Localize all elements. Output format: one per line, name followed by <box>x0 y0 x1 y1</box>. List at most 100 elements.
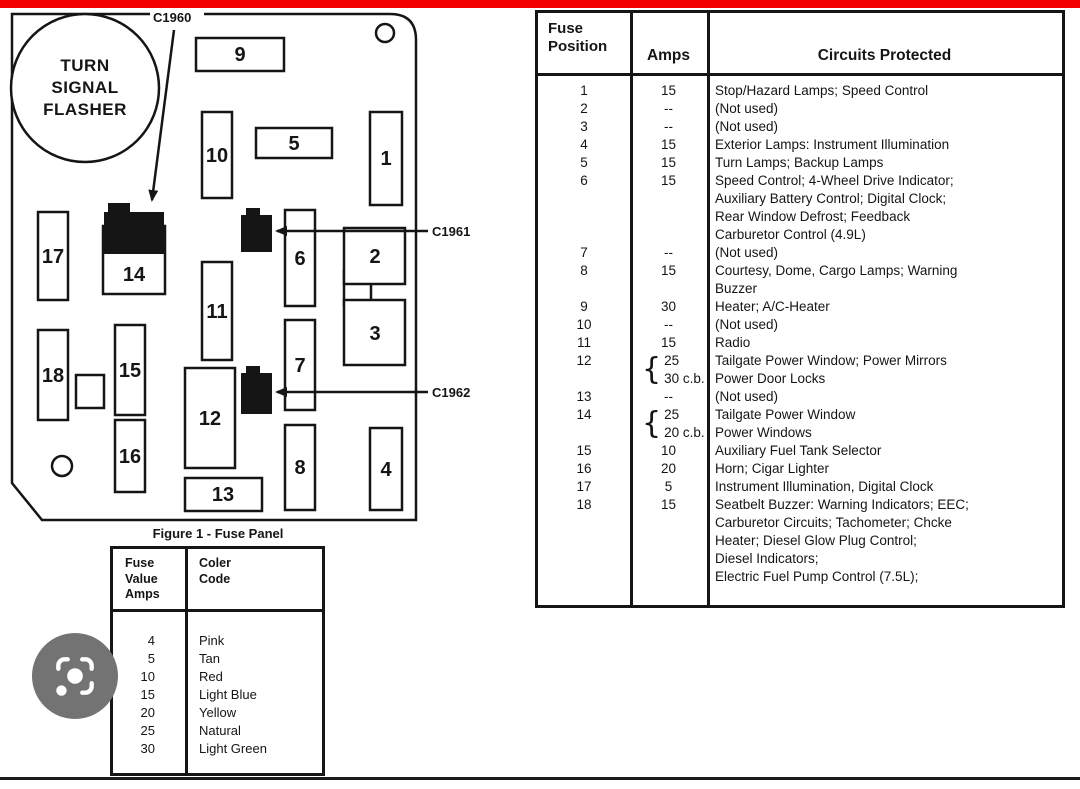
fuse-box-13-label: 13 <box>212 484 234 506</box>
fuse-table-row: 13--(Not used) <box>538 388 1062 406</box>
fuse-box-2 <box>342 226 407 286</box>
c1960-arrow <box>148 29 176 202</box>
color-code-header-amps: Fuse Value Amps <box>125 556 160 601</box>
color-code-amps-cell: 10 <box>140 669 155 684</box>
color-code-amps-cell: 25 <box>140 723 155 738</box>
fuse-circuits-cell: (Not used) <box>715 245 779 260</box>
fuse-box-12 <box>183 366 237 470</box>
fuse-amps-cell: -- <box>664 317 673 332</box>
fuse-circuits-cell: Auxiliary Fuel Tank Selector <box>715 443 882 458</box>
color-code-divider <box>185 549 188 773</box>
fuse-box-4-label: 4 <box>380 459 392 481</box>
figure-caption: Figure 1 - Fuse Panel <box>153 526 284 541</box>
fuse-position-cell: 18 <box>576 497 592 512</box>
fuse-amps-cell: 15 <box>660 137 677 152</box>
color-code-row: 4 Pink <box>113 632 322 650</box>
fuse-box-5 <box>254 126 334 160</box>
fuse-circuits-cell: (Not used) <box>715 101 779 116</box>
fuse-position-cell: 10 <box>576 317 592 332</box>
fuse-box-5-label: 5 <box>288 133 299 155</box>
fuse-box-13 <box>183 476 264 513</box>
fuse-box-9 <box>194 36 286 73</box>
fuse-amps-cell: 15 <box>660 155 677 170</box>
fuse-box-7-label: 7 <box>294 355 305 377</box>
fuse-table-header-circuits: Circuits Protected <box>817 47 952 64</box>
fuse-amps-cell: -- <box>664 389 673 404</box>
fuse-box-16-label: 16 <box>119 446 141 468</box>
fuse-amps-cell: 15 <box>660 173 677 188</box>
fuse-table-divider-1 <box>630 13 633 605</box>
fuse-amps-cell: -- <box>664 101 673 116</box>
connector-c1960 <box>104 203 164 254</box>
color-code-name-cell: Yellow <box>199 705 237 720</box>
fuse-box-8-label: 8 <box>294 457 305 479</box>
lens-button[interactable] <box>32 633 118 719</box>
amps-brace: { <box>642 352 662 387</box>
fuse-position-cell: 11 <box>576 335 591 350</box>
fuse-amps-cell: 15 <box>660 335 677 350</box>
mount-hole-bottom-left <box>50 454 74 478</box>
fuse-box-14-label: 14 <box>123 264 146 286</box>
color-code-name-cell: Light Green <box>199 741 267 756</box>
flasher-label-line2: SIGNAL <box>51 78 118 97</box>
fuse-box-15-label: 15 <box>119 360 141 382</box>
mount-hole-top-right <box>374 22 396 44</box>
flasher-label-line1: TURN <box>60 56 109 75</box>
fuse-table-row: 5 15 Turn Lamps; Backup Lamps <box>538 154 1062 172</box>
fuse-position-cell: 12 <box>576 353 592 368</box>
fuse-box-4 <box>368 426 404 512</box>
fuse-amps-cell: 15 <box>660 83 677 98</box>
top-accent-bar <box>0 0 1080 8</box>
fuse-position-cell: 2 <box>580 101 588 116</box>
fuse-table-row: 18 15 Seatbelt Buzzer: Warning Indicators;… <box>538 496 1062 586</box>
color-code-amps-cell: 5 <box>147 651 155 666</box>
fuse-amps-cell: 5 <box>664 479 673 494</box>
fuse-circuits-cell: Radio <box>715 335 751 350</box>
fuse-box-18 <box>36 328 70 422</box>
fuse-table-header: Fuse Position Amps Circuits Protected <box>538 13 1062 76</box>
fuse-amps-cell: 10 <box>660 443 677 458</box>
flasher-label-line3: FLASHER <box>43 100 127 119</box>
fuse-circuits-cell: Turn Lamps; Backup Lamps <box>715 155 884 170</box>
fuse-box-16 <box>113 418 147 494</box>
fuse-table-row: 2 -- (Not used) <box>538 100 1062 118</box>
c1961-label: C1961 <box>432 224 470 239</box>
fuse-box-8 <box>283 423 317 512</box>
color-code-amps-cell: 15 <box>140 687 155 702</box>
fuse-amps-cell: -- <box>664 245 673 260</box>
fuse-circuits-cell: Horn; Cigar Lighter <box>715 461 830 476</box>
fuse-position-cell: 3 <box>580 119 588 134</box>
fuse-box-17 <box>36 210 70 302</box>
color-code-name-cell: Pink <box>199 633 225 648</box>
fuse-box-1 <box>368 110 404 207</box>
fuse-circuits-cell: Stop/Hazard Lamps; Speed Control <box>715 83 929 98</box>
fuse-box-6 <box>283 208 317 308</box>
fuse-table-header-position: Fuse Position <box>548 20 608 55</box>
turn-signal-flasher-circle <box>9 12 161 164</box>
fuse-position-cell: 5 <box>580 155 588 170</box>
fuse-box-10-label: 10 <box>206 145 228 167</box>
fuse-box-12-label: 12 <box>199 408 221 430</box>
fuse-amps-cell: 15 <box>660 497 677 512</box>
color-code-amps-cell: 4 <box>147 633 155 648</box>
fuse-circuits-cell: Heater; A/C-Heater <box>715 299 830 314</box>
fuse-position-cell: 4 <box>580 137 588 152</box>
fuse-box-10 <box>200 110 234 200</box>
fuse-position-cell: 6 <box>580 173 588 188</box>
fuse-circuits-cell: Seatbelt Buzzer: Warning Indicators; EEC… <box>715 497 969 584</box>
fuse-table-row: 11 15 Radio <box>538 334 1062 352</box>
fuse-circuits-cell: (Not used) <box>715 317 779 332</box>
fuse-box-18-label: 18 <box>42 365 64 387</box>
